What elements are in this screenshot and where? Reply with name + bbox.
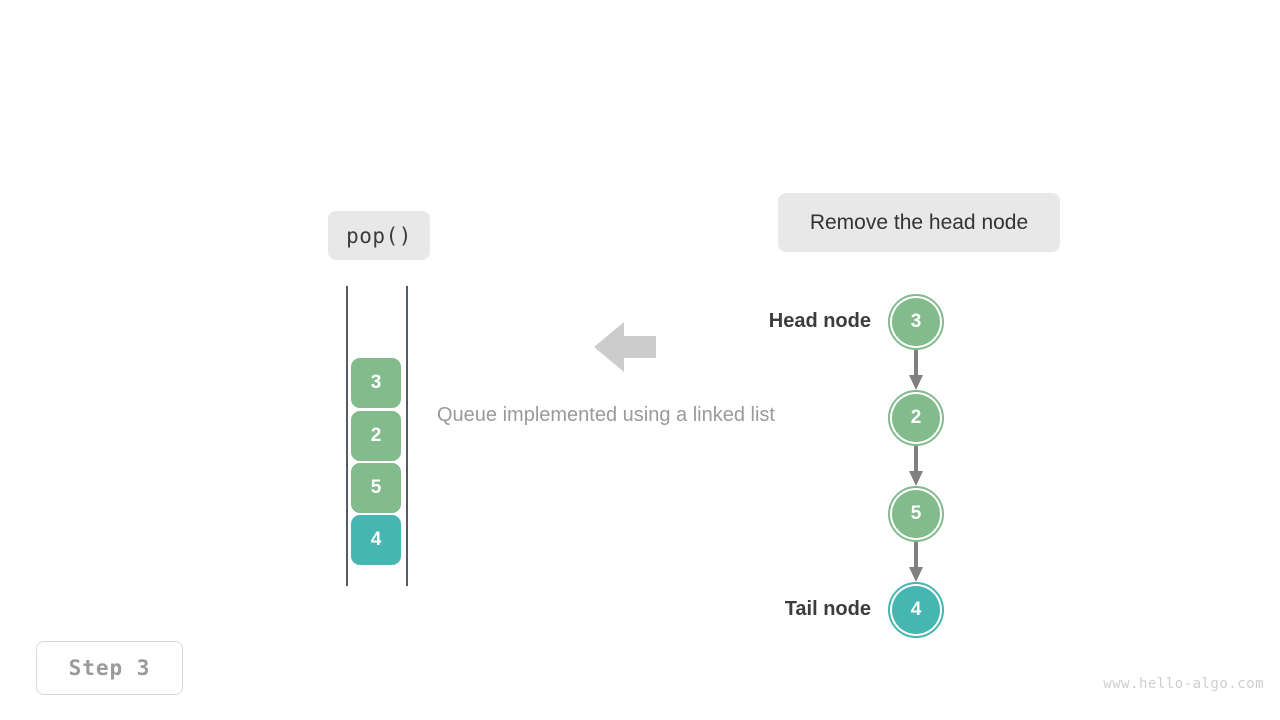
queue-cell-value: 3 [370,372,382,393]
left-arrow-icon [594,320,656,374]
link-arrow-icon [909,350,923,390]
list-node: 5 [888,486,944,542]
step-badge: Step 3 [36,641,183,695]
list-node-core [892,298,940,346]
list-node: 4 [888,582,944,638]
list-node-core [892,586,940,634]
list-node-value: 3 [910,311,922,332]
list-node-ring [888,582,944,638]
queue-cell: 4 [351,515,401,565]
queue-cell-value: 2 [370,425,382,446]
watermark: www.hello-algo.com [1103,676,1264,692]
list-node-value: 4 [910,599,922,620]
queue-cell: 3 [351,358,401,408]
list-node: 2 [888,390,944,446]
queue-rail-right [406,286,408,586]
list-node-core [892,394,940,442]
caption-text: Queue implemented using a linked list [437,404,775,426]
head-node-label: Head node [768,310,871,332]
action-label: Remove the head node [809,210,1029,234]
list-node-ring [888,486,944,542]
link-arrow-icon [909,542,923,582]
queue-rail-left [346,286,348,586]
queue-cell: 5 [351,463,401,513]
queue-cell-value: 4 [370,529,382,550]
list-node-ring [888,390,944,446]
operation-label: pop() [346,223,412,248]
linked-list: 3 2 5 4 [884,286,958,646]
list-node-value: 5 [910,503,922,524]
list-node-value: 2 [910,407,922,428]
queue-cell: 2 [351,411,401,461]
operation-pill: pop() [328,211,430,260]
list-node-core [892,490,940,538]
list-node-ring [888,294,944,350]
list-node: 3 [888,294,944,350]
action-pill: Remove the head node [778,193,1060,252]
queue-cell-value: 5 [370,477,382,498]
link-arrow-icon [909,446,923,486]
queue-column: 3 2 5 4 [340,282,416,590]
tail-node-label: Tail node [784,598,871,620]
